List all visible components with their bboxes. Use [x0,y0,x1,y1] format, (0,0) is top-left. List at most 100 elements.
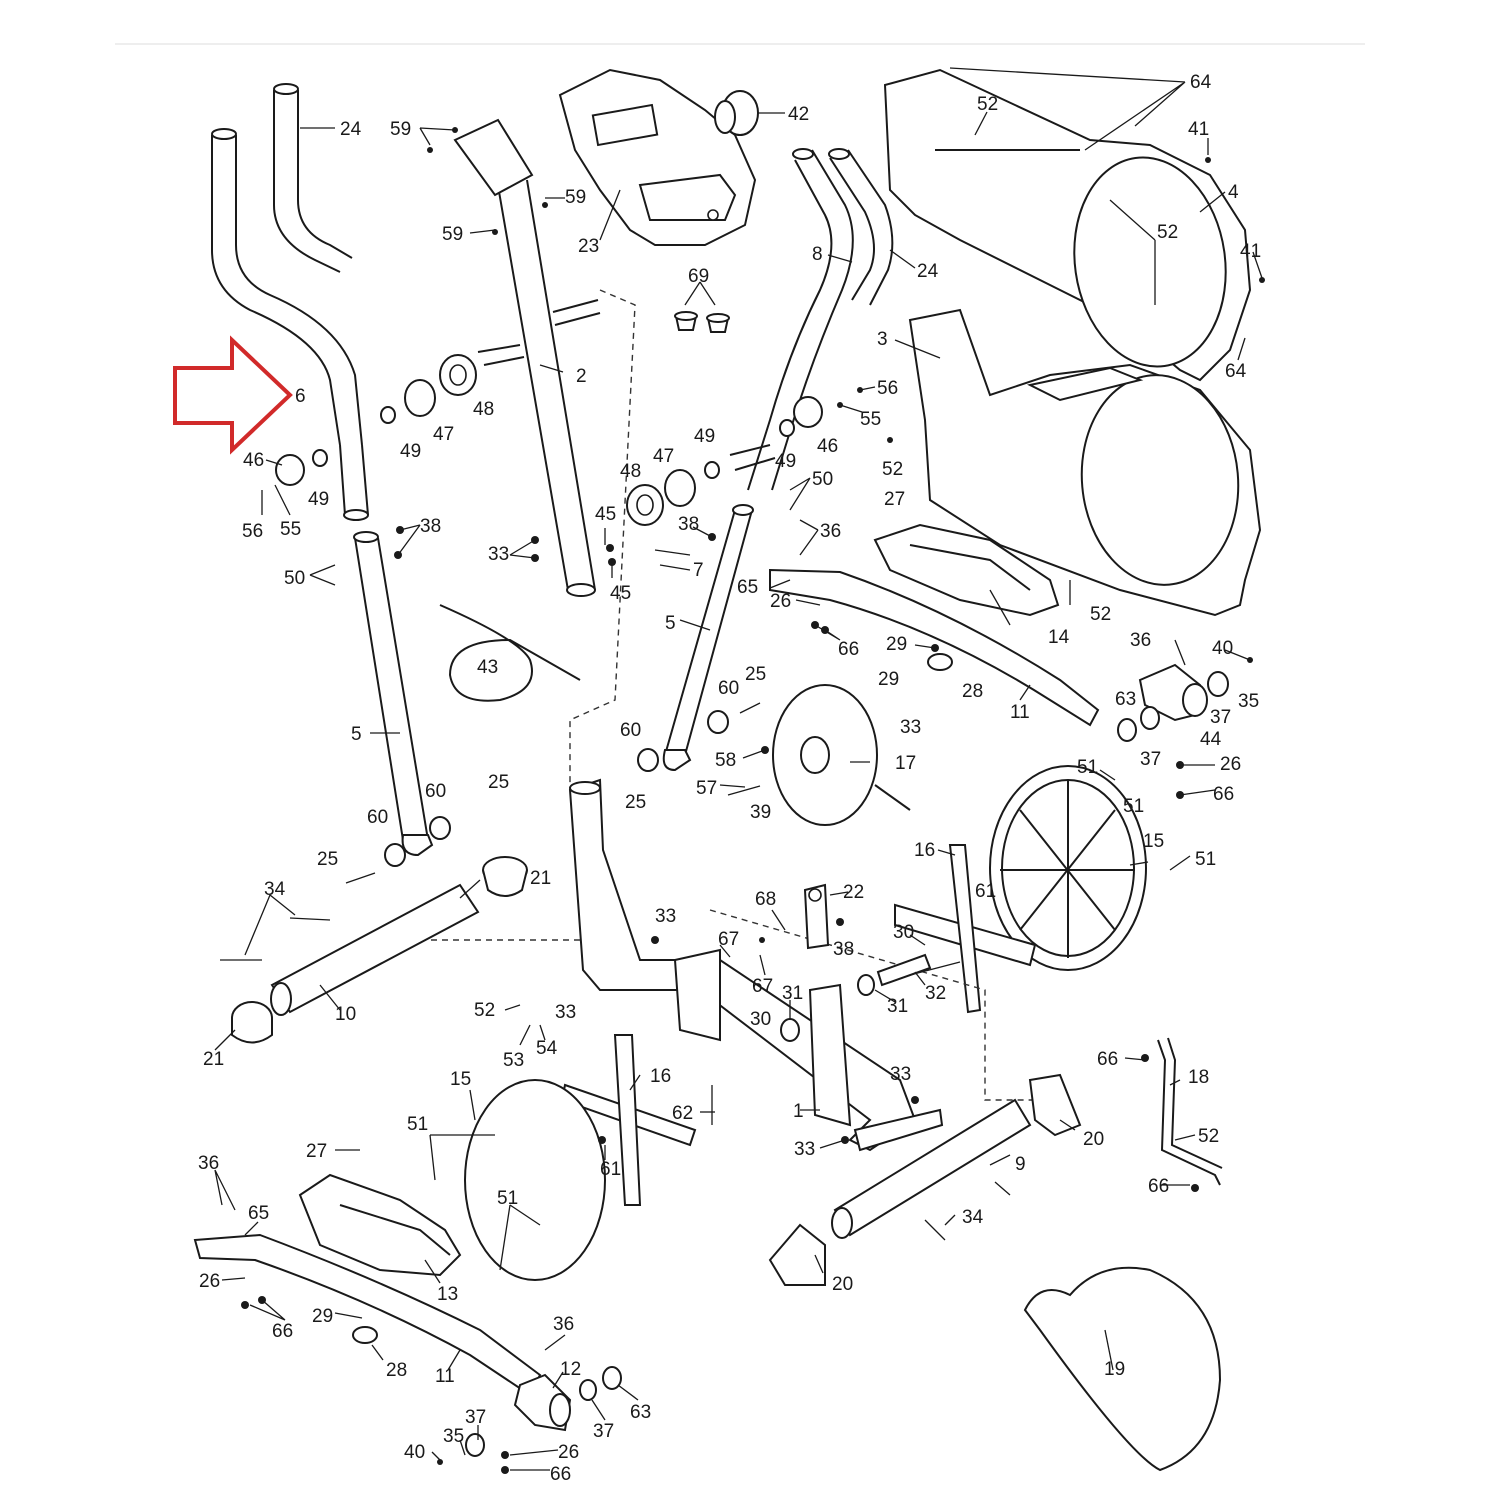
label-63: 63 [630,1402,651,1423]
label-1: 1 [793,1101,804,1122]
label-3: 3 [877,329,888,350]
label-31: 31 [782,983,803,1004]
part-15-right-disc [989,765,1147,971]
part-1-main-frame [365,778,1060,1152]
label-68: 68 [755,889,776,910]
label-9: 9 [1015,1154,1026,1175]
label-15: 15 [1143,831,1164,852]
label-56: 56 [877,378,898,399]
label-69: 69 [688,266,709,287]
part-20-end-caps [768,1073,1082,1286]
part-14-right-pedal [873,523,1060,617]
label-2: 2 [576,366,587,387]
label-66: 66 [272,1321,293,1342]
label-29: 29 [886,634,907,655]
part-10-front-stabilizer [231,856,528,1044]
label-18: 18 [1188,1067,1209,1088]
label-52: 52 [474,1000,495,1021]
label-52: 52 [1198,1126,1219,1147]
label-40: 40 [1212,638,1233,659]
label-60: 60 [425,781,446,802]
label-66: 66 [838,639,859,660]
label-51: 51 [1123,796,1144,817]
highlight-arrow-icon [173,335,293,455]
part-69-caps [674,311,730,333]
label-52: 52 [882,459,903,480]
label-47: 47 [433,424,454,445]
label-48: 48 [620,461,641,482]
label-26: 26 [1220,754,1241,775]
label-4: 4 [1228,182,1239,203]
label-35: 35 [1238,691,1259,712]
label-14: 14 [1048,627,1070,648]
label-49: 49 [775,451,796,472]
label-64: 64 [1225,361,1247,382]
label-50: 50 [812,469,833,490]
label-39: 39 [750,802,771,823]
label-37: 37 [465,1407,486,1428]
label-37: 37 [1210,707,1231,728]
label-62: 62 [672,1103,693,1124]
label-51: 51 [1077,757,1098,778]
label-38: 38 [833,939,854,960]
label-33: 33 [794,1139,815,1160]
label-32: 32 [925,983,946,1004]
label-50: 50 [284,568,305,589]
part-5-left-lower-arm [353,531,434,857]
label-60: 60 [620,720,641,741]
label-60: 60 [718,678,739,699]
part-24-right-grip [828,148,894,306]
label-27: 27 [884,489,905,510]
wheel-bushings [352,653,953,1457]
label-33: 33 [900,717,921,738]
label-52: 52 [1157,222,1178,243]
label-64: 64 [1190,72,1212,93]
part-15-left-disc [464,1079,606,1281]
label-24: 24 [917,261,939,282]
label-33: 33 [890,1064,911,1085]
label-30: 30 [893,922,914,943]
label-47: 47 [653,446,674,467]
label-67: 67 [718,929,739,950]
label-31: 31 [887,996,908,1017]
label-59: 59 [442,224,463,245]
label-49: 49 [308,489,329,510]
label-46: 46 [817,436,838,457]
label-36: 36 [820,521,841,542]
label-52: 52 [1090,604,1111,625]
part-11-right-pedal-arm [769,568,1100,727]
label-52: 52 [977,94,998,115]
label-5: 5 [665,613,676,634]
label-19: 19 [1104,1359,1125,1380]
label-30: 30 [750,1009,771,1030]
label-65: 65 [248,1203,269,1224]
label-10: 10 [335,1004,356,1025]
label-45: 45 [595,504,616,525]
label-67: 67 [752,976,773,997]
label-41: 41 [1188,119,1209,140]
label-36: 36 [553,1314,574,1335]
part-17-flywheel [772,684,911,826]
label-53: 53 [503,1050,524,1071]
pivot-axle [477,344,525,366]
label-35: 35 [443,1426,464,1447]
pivot-bushings-left [275,354,477,486]
part-9-rear-stabilizer [831,1098,1032,1239]
label-44: 44 [1200,729,1222,750]
label-66: 66 [1213,784,1234,805]
part-number-labels: 24 59 59 59 23 42 64 52 41 4 52 41 64 8 … [198,72,1261,1485]
label-36: 36 [1130,630,1151,651]
label-66: 66 [550,1464,571,1485]
label-46: 46 [243,450,264,471]
part-13-left-pedal [298,1173,462,1277]
label-33: 33 [555,1002,576,1023]
label-37: 37 [1140,749,1161,770]
label-65: 65 [737,577,758,598]
part-16-right-cross [894,844,1037,1014]
part-42-knob [714,90,759,136]
leader-lines [214,67,1263,1471]
label-51: 51 [1195,849,1216,870]
label-58: 58 [715,750,736,771]
label-66: 66 [1097,1049,1118,1070]
part-43-cable [439,604,581,702]
